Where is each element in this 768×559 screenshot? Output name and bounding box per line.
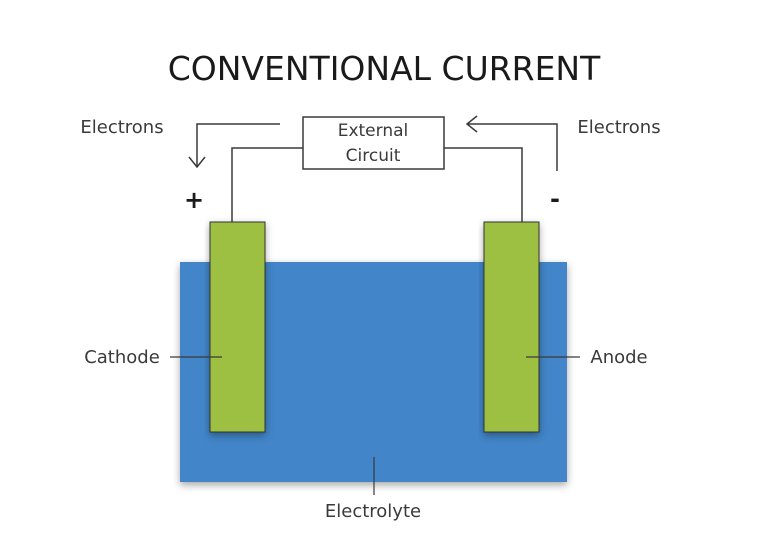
diagram-title: CONVENTIONAL CURRENT	[168, 49, 601, 88]
positive-terminal-sign: +	[184, 186, 204, 214]
electrons-arrow-right	[467, 123, 558, 171]
electrons-label-left: Electrons	[80, 117, 163, 138]
anode-label: Anode	[590, 347, 647, 368]
electrolyte-label: Electrolyte	[325, 501, 421, 522]
wire-left	[231, 147, 303, 222]
cathode-electrode	[209, 221, 266, 433]
external-circuit-box	[302, 116, 445, 170]
anode-electrode	[483, 221, 540, 433]
external-circuit-label-line1: External	[338, 121, 409, 141]
electrons-arrow-left	[196, 123, 280, 166]
electrons-label-right: Electrons	[577, 117, 660, 138]
negative-terminal-sign: -	[550, 185, 560, 213]
external-circuit-label-line2: Circuit	[346, 146, 401, 166]
arrow-down-icon	[188, 156, 206, 169]
cathode-label: Cathode	[84, 347, 160, 368]
arrow-left-icon	[465, 115, 478, 133]
wire-right	[444, 147, 523, 222]
